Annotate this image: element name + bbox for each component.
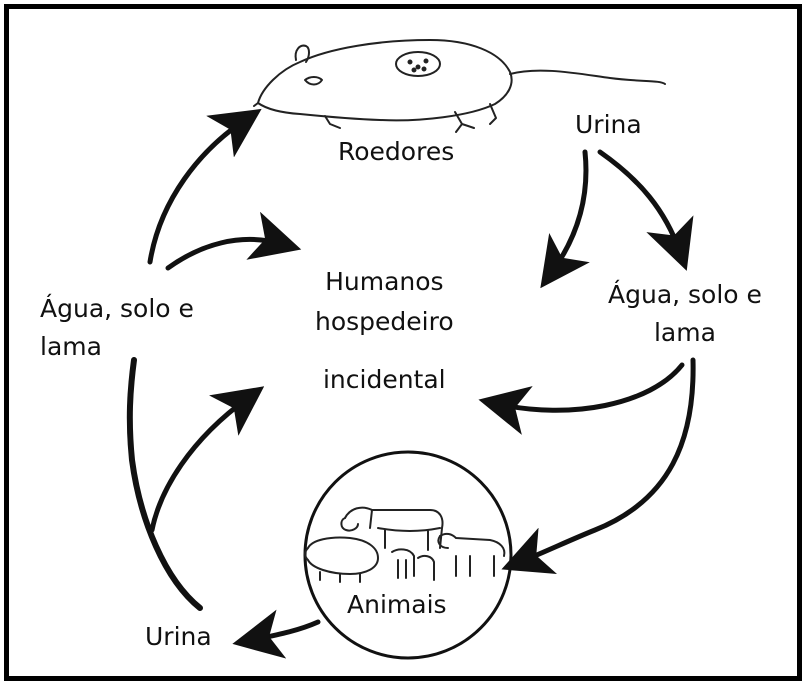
animals-label: Animais	[347, 590, 447, 620]
arrow-water-right-to-humans	[498, 365, 682, 410]
water-soil-mud-left-label: Água, solo e lama	[40, 290, 194, 366]
water-left-line1: Água, solo e	[40, 290, 194, 328]
humans-line1: Humanos	[315, 262, 454, 302]
arrow-left-to-humans	[168, 239, 282, 268]
water-left-line2: lama	[40, 328, 194, 366]
urine-bottom-label: Urina	[145, 622, 212, 652]
humans-line2: hospedeiro	[315, 302, 454, 342]
animals-icon	[305, 452, 511, 658]
humans-line3: incidental	[315, 360, 454, 400]
arrow-urine-top-to-humans	[552, 152, 586, 272]
water-right-line2: lama	[608, 314, 762, 352]
humans-incidental-host-label: Humanos hospedeiro incidental	[315, 262, 454, 400]
rodents-label: Roedores	[338, 137, 454, 167]
arrow-water-right-to-animals	[520, 360, 693, 562]
arrow-left-inner-to-humans	[152, 398, 248, 530]
water-soil-mud-right-label: Água, solo e lama	[608, 276, 762, 352]
arrow-urine-top-to-water-right	[600, 152, 680, 252]
urine-top-label: Urina	[575, 110, 642, 140]
arrow-urine-bottom-to-water-left	[130, 360, 200, 608]
water-right-line1: Água, solo e	[608, 276, 762, 314]
arrow-animals-to-urine-bottom	[252, 622, 318, 640]
